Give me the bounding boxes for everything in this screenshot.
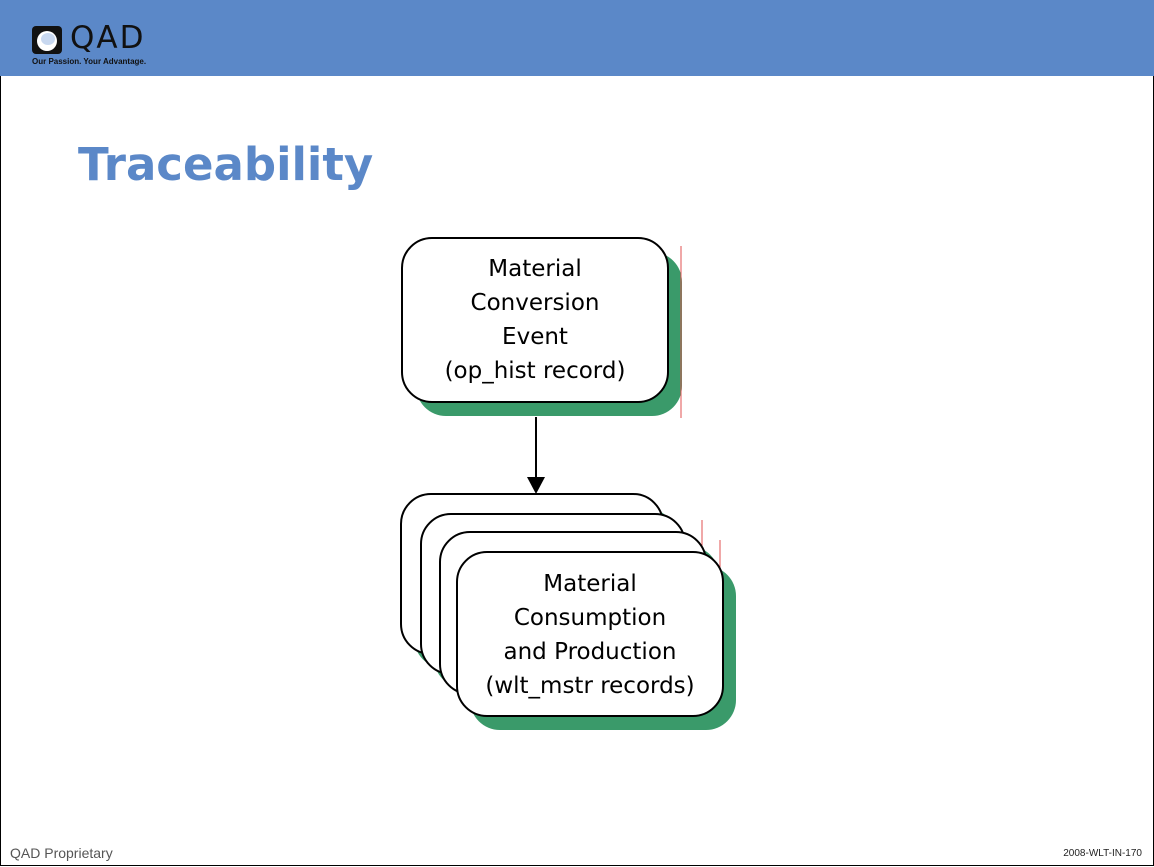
flow-arrow-head: [527, 477, 545, 494]
op-hist-box-label: Material Conversion Event (op_hist recor…: [402, 252, 668, 388]
logo-tagline: Our Passion. Your Advantage.: [32, 57, 147, 66]
footer-slide-code: 2008-WLT-IN-170: [1063, 848, 1142, 859]
footer-proprietary: QAD Proprietary: [10, 845, 113, 861]
page-title: Traceability: [78, 138, 374, 191]
op-hist-line-2: Conversion: [470, 290, 600, 316]
wlt-mstr-line-1: Material: [543, 571, 637, 597]
op-hist-box-body: [401, 237, 669, 403]
wlt-mstr-line-2: Consumption: [513, 605, 667, 631]
wlt-mstr-line-4: (wlt_mstr records): [485, 673, 695, 699]
stack-card-4: [456, 551, 724, 717]
op-hist-line-3: Event: [502, 324, 568, 350]
flow-arrow: [527, 417, 545, 494]
logo-text: QAD: [70, 20, 146, 56]
wlt-mstr-line-3: and Production: [503, 639, 677, 665]
op-hist-line-4: (op_hist record): [444, 358, 626, 384]
qad-logo-mark-icon: [32, 26, 62, 54]
wlt-mstr-stack: [400, 493, 736, 730]
wlt-mstr-box-label: Material Consumption and Production (wlt…: [457, 567, 723, 703]
op-hist-line-1: Material: [488, 256, 582, 282]
header-bar: QAD Our Passion. Your Advantage.: [0, 0, 1154, 76]
op-hist-box: [401, 237, 682, 418]
